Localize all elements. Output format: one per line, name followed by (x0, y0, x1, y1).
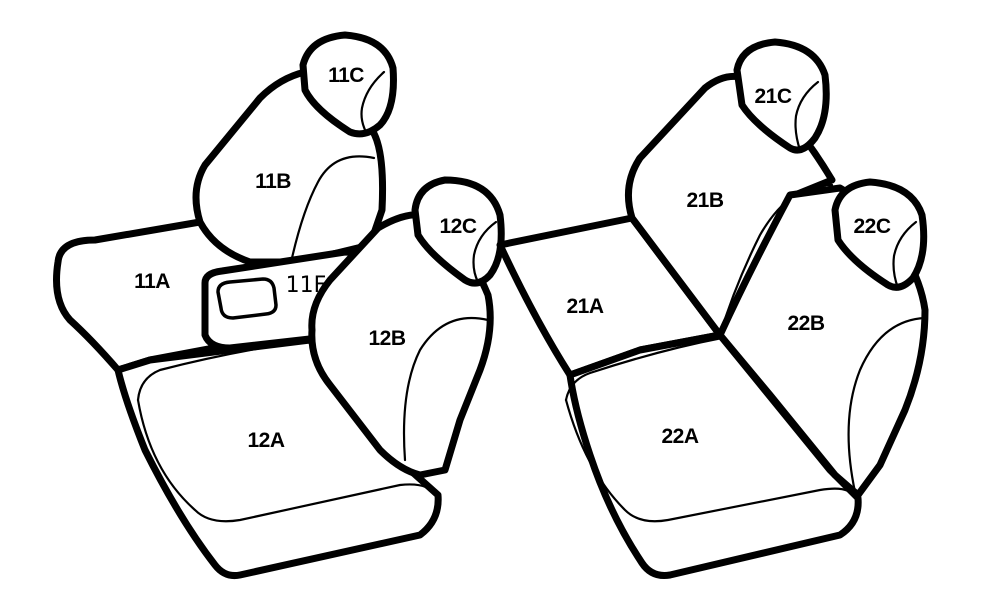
part-11B-side-seam (290, 155, 376, 260)
label-21B: 21B (686, 189, 723, 212)
front-seat-left (53, 31, 397, 374)
label-11A: 11A (134, 270, 170, 293)
part-12A-bottom-seam (136, 398, 437, 523)
part-22A-cushion (566, 331, 862, 579)
label-22C: 22C (853, 215, 890, 238)
part-11C-seam (360, 70, 386, 134)
rear-bench (496, 38, 929, 579)
part-12B-backrest (308, 211, 494, 479)
label-11C: 11C (328, 64, 364, 87)
label-22B: 22B (787, 312, 824, 335)
label-12A: 12A (247, 429, 284, 452)
part-22A-front-seam (564, 336, 724, 402)
label-11B: 11B (255, 170, 291, 193)
part-12A-front-seam (136, 338, 312, 402)
part-11F-panel (216, 277, 278, 320)
part-12C-seam (472, 220, 498, 284)
label-21C: 21C (754, 85, 791, 108)
label-12C: 12C (439, 215, 476, 238)
part-12B-side-seam (402, 316, 490, 462)
label-22A: 22A (661, 425, 698, 448)
part-11C-headrest (299, 31, 397, 138)
label-12B: 12B (368, 327, 405, 350)
part-22C-headrest (831, 178, 928, 291)
part-12C-headrest (411, 176, 505, 287)
front-seat-right (114, 176, 505, 579)
part-22B-side-seam (847, 316, 927, 494)
part-21C-seam (794, 80, 820, 152)
part-22C-seam (892, 220, 918, 290)
label-11F: 11F (286, 273, 327, 298)
part-22A-bottom-seam (564, 398, 857, 523)
label-21A: 21A (566, 295, 603, 318)
part-labels: 11C 11B 11A 11F 12C 12B 12A 21C 21B 21A … (134, 64, 891, 452)
part-21C-headrest (733, 38, 830, 154)
part-12A-cushion (114, 336, 442, 579)
